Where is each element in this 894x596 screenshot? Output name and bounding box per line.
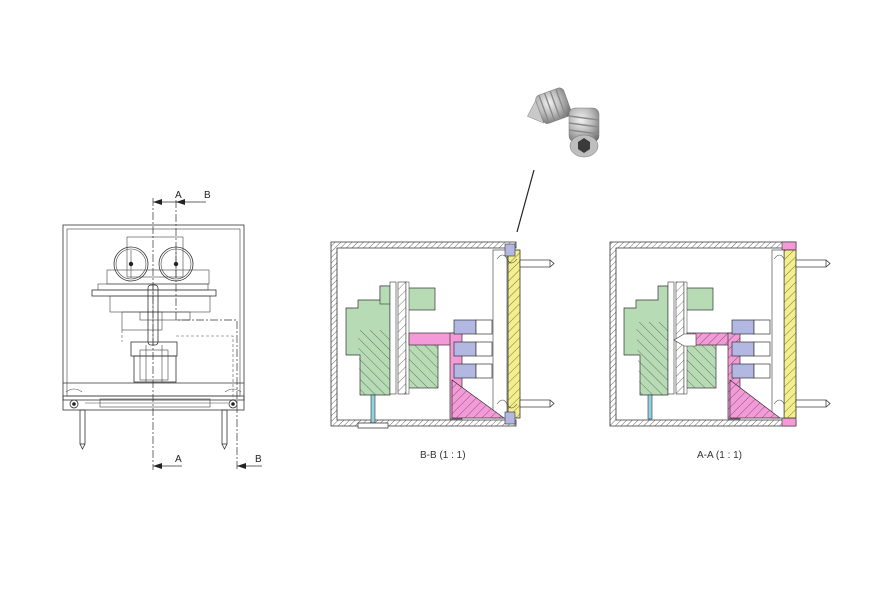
caption-bb: B-B (1 : 1) [420,450,466,461]
right-pin [221,409,228,445]
section-arrow-b-top: B [176,190,211,205]
set-screw-photo [527,87,600,158]
base-plate [62,395,245,411]
section-label-b-top: B [204,190,211,201]
section-arrow-a-top: A [153,190,182,205]
section-arrow-a-bottom: A [153,454,182,469]
front-view: A B A B [62,190,262,470]
left-pin [79,409,86,445]
section-line-b [175,200,238,470]
section-label-a-bottom: A [175,454,182,465]
cyan-post [647,394,653,420]
section-arrow-b-bottom: B [237,454,262,469]
cyan-post [370,394,376,424]
section-label-b-bottom: B [255,454,262,465]
detail-leader-line [516,169,535,233]
blue-contacts [453,319,493,379]
left-knob [113,246,149,282]
section-view-aa: A-A (1 : 1) [609,241,831,461]
upper-pin [519,259,551,268]
section-label-a-top: A [175,190,182,201]
lower-pin [519,399,551,408]
section-view-bb: B-B (1 : 1) [330,241,555,461]
caption-aa: A-A (1 : 1) [697,450,742,461]
blue-contacts [731,319,771,379]
housing-outline [62,224,245,401]
left-mount-screw [65,388,83,409]
housing-wall [330,241,517,427]
